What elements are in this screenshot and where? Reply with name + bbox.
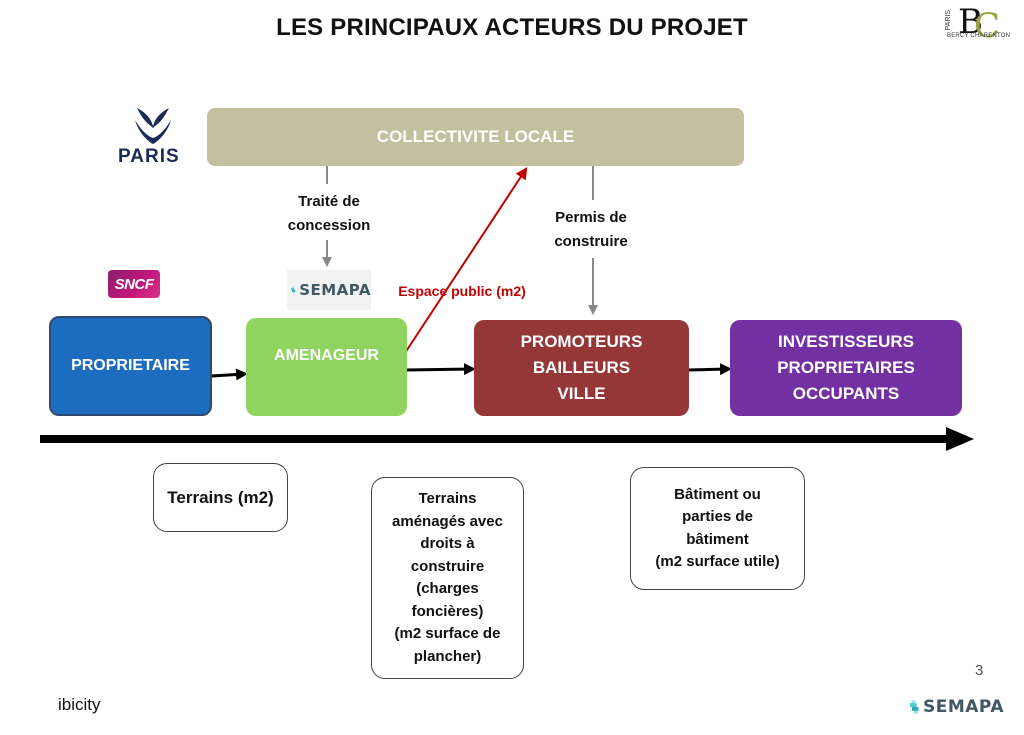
page-number: 3: [975, 662, 984, 679]
traite-concession-label: Traité de concession: [287, 193, 371, 234]
timeline-arrowhead: [946, 427, 974, 451]
semapa-footer-logo: SEMAPA: [910, 690, 1004, 724]
footer-brand: ibicity: [58, 695, 101, 714]
arrow-amenageur-promoteurs: [406, 363, 476, 376]
permis-construire-label: Permis de construire: [554, 209, 628, 250]
amenageur-box: AMENAGEUR: [246, 318, 407, 416]
espace-public-arrow: [402, 166, 528, 357]
arrow-promoteurs-investisseurs: [688, 363, 732, 376]
paris-logo-icon: [135, 108, 171, 144]
slide-title: LES PRINCIPAUX ACTEURS DU PROJET: [276, 14, 748, 41]
promoteurs-box: PROMOTEURS BAILLEURS VILLE: [474, 320, 689, 416]
semapa-footer-text: SEMAPA: [923, 697, 1004, 717]
investisseurs-box: INVESTISSEURS PROPRIETAIRES OCCUPANTS: [730, 320, 962, 416]
semapa-footer-mark-icon: [910, 700, 919, 714]
sncf-logo: SNCF: [108, 270, 160, 298]
note-batiment: Bâtiment ou parties de bâtiment (m2 surf…: [630, 467, 805, 590]
semapa-logo-text: SEMAPA: [299, 281, 371, 299]
espace-public-label: Espace public (m2): [398, 283, 526, 299]
note-terrains-amenages: Terrains aménagés avec droits à construi…: [371, 477, 524, 679]
arrow-proprietaire-amenageur: [211, 368, 248, 381]
bc-logo-b: B: [958, 2, 983, 42]
semapa-mark-icon: [291, 286, 296, 294]
bc-logo-subtitle: BERCY CHARENTON: [947, 33, 1011, 39]
note-terrains: Terrains (m2): [153, 463, 288, 532]
paris-logo-text: PARIS: [118, 146, 180, 167]
bc-logo-c: C: [974, 6, 1001, 46]
semapa-logo: SEMAPA: [287, 270, 371, 310]
proprietaire-box: PROPRIETAIRE: [49, 316, 212, 416]
collectivite-locale-box: COLLECTIVITE LOCALE: [207, 108, 744, 166]
